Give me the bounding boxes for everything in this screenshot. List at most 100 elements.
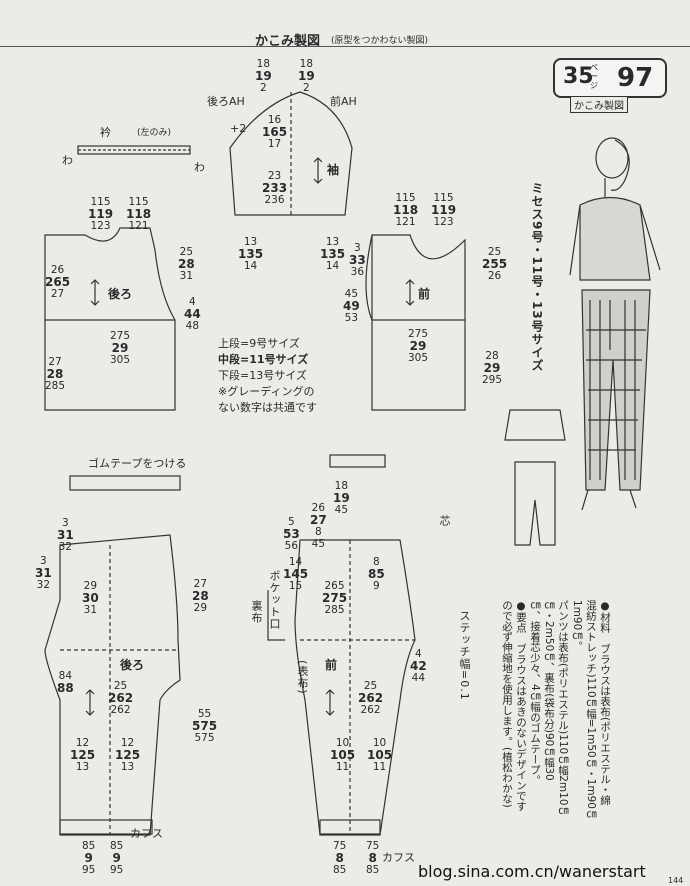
- wa-label-right: わ: [194, 161, 205, 174]
- dim-value: 2: [260, 82, 267, 94]
- dim-value: 25: [179, 246, 194, 258]
- dim-value: 285: [45, 380, 66, 392]
- dim-value: 18: [334, 480, 349, 492]
- sleeve-label: 袖: [327, 163, 340, 177]
- dim-value: 33: [349, 253, 366, 267]
- dim-value: 13: [325, 236, 340, 248]
- legend-line-5: ない数字は共通です: [218, 401, 317, 414]
- dim-value: 25: [113, 680, 128, 692]
- dim-value: 105: [330, 748, 356, 762]
- collar-note: (左のみ): [137, 128, 172, 138]
- dim-value: 85: [333, 864, 347, 876]
- dim-value: 13: [75, 761, 90, 773]
- dim-value: 14: [325, 260, 340, 272]
- dim-value: 84: [58, 670, 73, 682]
- gom-tape-label: ゴムテープをつける: [88, 457, 187, 470]
- header-divider: [0, 46, 690, 47]
- dim-value: 55: [197, 708, 212, 720]
- wa-label-left: わ: [62, 154, 73, 167]
- dim-value: 18: [299, 58, 314, 70]
- back-label: 後ろ: [108, 287, 133, 301]
- dim-value: 25: [363, 680, 378, 692]
- dim-value: 16: [267, 114, 282, 126]
- dim-value: 12: [120, 737, 135, 749]
- header-title: かこみ製図: [255, 34, 321, 49]
- dim-value: 95: [82, 864, 96, 876]
- dim-value: 10: [335, 737, 350, 749]
- dim-value: 85: [82, 840, 96, 852]
- ha-label: 芯: [438, 515, 451, 527]
- dim-value: 575: [192, 719, 218, 733]
- pants-front-piece: [294, 539, 416, 836]
- dim-value: 49: [343, 299, 360, 313]
- dim-value: 165: [262, 125, 288, 139]
- dim-value: 14: [288, 556, 303, 568]
- dim-value: 305: [408, 352, 429, 364]
- model-illustration: [504, 137, 661, 546]
- dim-value: 23: [267, 170, 282, 182]
- dim-value: 11: [335, 761, 350, 773]
- page-badge: 35 ページ 97: [553, 58, 667, 98]
- dim-value: 119: [88, 207, 114, 221]
- dim-value: 8: [315, 526, 322, 538]
- dim-value: 45: [344, 288, 359, 300]
- dim-value: 285: [324, 604, 345, 616]
- dim-value: 28: [178, 257, 195, 271]
- dim-value: 53: [283, 527, 300, 541]
- back-bodice-piece: [44, 227, 176, 411]
- dim-value: 115: [128, 196, 149, 208]
- badge-page-number: 97: [617, 63, 654, 93]
- dim-value: 88: [57, 681, 74, 695]
- front-bodice-piece: [371, 234, 466, 411]
- dim-value: 29: [193, 602, 208, 614]
- dim-value: 27: [193, 578, 208, 590]
- front-waistband-piece: [329, 454, 386, 468]
- cuffs-label-front: カフス: [382, 851, 415, 864]
- dim-value: 9: [373, 580, 380, 592]
- dim-value: 135: [238, 247, 264, 261]
- materials-line-2: 混紡ストレッチ)110㎝幅=1m50㎝・1m90㎝: [585, 600, 597, 820]
- ura-label: 裏布: [250, 600, 263, 624]
- dim-value: 28: [46, 367, 64, 381]
- dim-value: 145: [283, 567, 309, 581]
- cuffs-label-back: カフス: [130, 827, 163, 840]
- dim-value: 121: [395, 216, 416, 228]
- dim-value: 265: [45, 275, 71, 289]
- dim-value: 85: [110, 840, 124, 852]
- dim-value: 19: [255, 69, 272, 83]
- dim-value: 105: [367, 748, 393, 762]
- size-title: ミセス9号・11号・13号サイズ: [530, 182, 544, 372]
- dim-value: 44: [411, 672, 426, 684]
- dim-value: 85: [366, 864, 380, 876]
- dim-value: 295: [482, 374, 503, 386]
- dim-value: 8: [368, 851, 377, 865]
- dim-value: 42: [410, 659, 427, 673]
- dim-value: 31: [179, 270, 194, 282]
- materials-line-4: パンツは表布(ポリエステル)110㎝幅2m10㎝: [557, 600, 569, 817]
- dim-value: 45: [334, 504, 349, 516]
- legend-line-3: 下段=13号サイズ: [218, 369, 307, 382]
- dim-value: 29: [111, 341, 129, 355]
- pocket-label: ポケット口: [268, 570, 281, 630]
- collar-label: 衿: [100, 126, 111, 139]
- dim-value: 30: [82, 591, 99, 605]
- front-ah-label: 前AH: [330, 95, 357, 108]
- dim-value: 19: [333, 491, 350, 505]
- dim-value: 2: [303, 82, 310, 94]
